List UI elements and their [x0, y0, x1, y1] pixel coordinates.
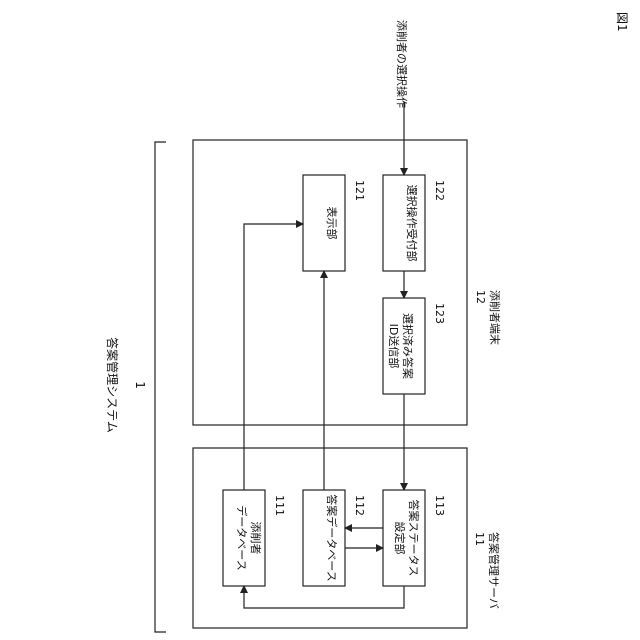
module-112-label: 答案データベース: [325, 494, 339, 581]
terminal-name: 添削者端末: [488, 290, 502, 345]
module-121-number: 121: [353, 180, 366, 201]
server-number: 11: [473, 532, 486, 546]
module-123-number: 123: [433, 303, 446, 324]
terminal-number: 12: [474, 290, 487, 304]
module-111-label-1: 添削者: [249, 522, 263, 555]
system-name: 答案管理システム: [105, 337, 120, 433]
module-121-label: 表示部: [325, 207, 339, 240]
module-123-label-2: ID送信部: [387, 324, 401, 369]
input-operation-label: 添削者の選択操作: [395, 20, 409, 108]
module-113-number: 113: [433, 495, 446, 516]
module-112-number: 112: [353, 495, 366, 516]
module-122-label: 選択操作受付部: [405, 185, 419, 262]
figure-label: 図1: [615, 12, 629, 32]
module-111-number: 111: [273, 495, 286, 516]
server-name: 答案管理サーバ: [487, 532, 501, 609]
system-number: 1: [133, 381, 147, 389]
module-122-number: 122: [433, 180, 446, 201]
module-111-label-2: データベース: [235, 505, 249, 570]
module-123-label-1: 選択済み答案: [401, 313, 415, 379]
module-113-label-2: 設定部: [393, 522, 407, 555]
module-113-label-1: 答案ステータス: [407, 500, 421, 577]
system-bracket: [155, 142, 166, 632]
